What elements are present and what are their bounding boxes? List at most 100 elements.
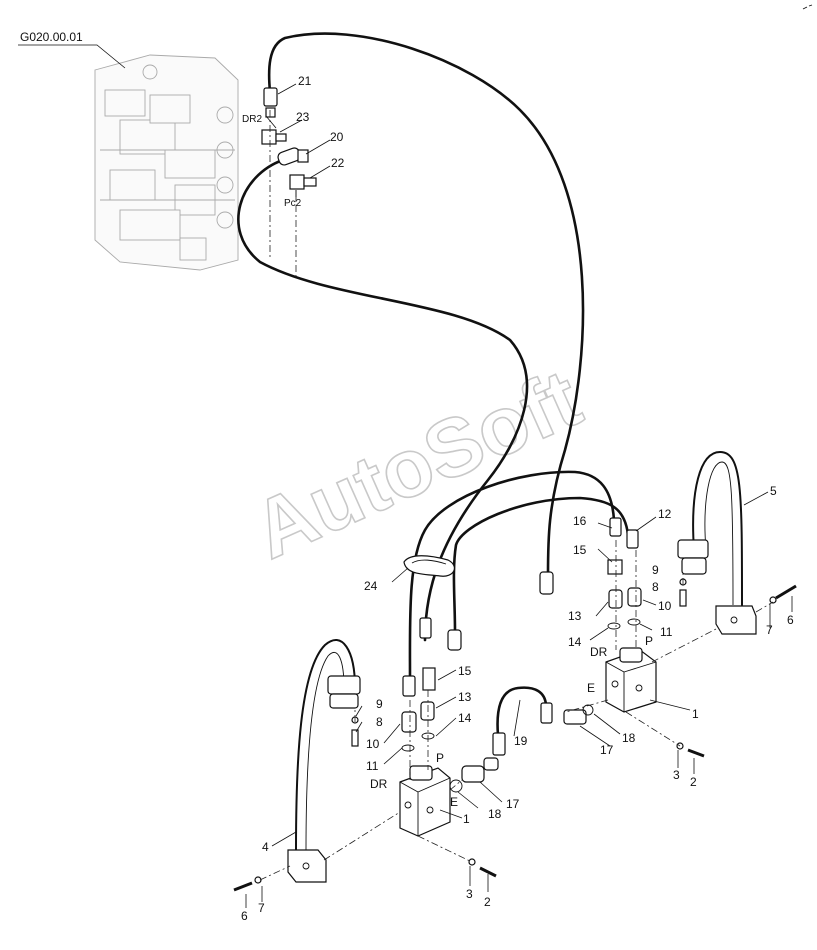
callout-18-right: 18 [622, 731, 636, 745]
watermark: AutoSoft [240, 353, 593, 577]
callout-3-left: 3 [466, 887, 473, 901]
hoses [237, 32, 630, 737]
fitting-10 [627, 587, 642, 607]
oring-18-right [582, 704, 594, 716]
callout-11-left: 11 [366, 759, 379, 773]
callout-22: 22 [331, 156, 345, 170]
callout-20: 20 [330, 130, 344, 144]
callout-8-left: 8 [376, 715, 383, 729]
fitting-19-end [540, 702, 553, 724]
hose-upper-b [408, 470, 616, 680]
center-lines [259, 110, 774, 881]
callout-19: 19 [514, 734, 528, 748]
fitting-left-b [419, 617, 432, 639]
fitting-21 [263, 87, 278, 107]
port-labels: DR2 Pc2 DR P E DR P E [242, 114, 653, 809]
tee-15 [607, 559, 623, 575]
fitting-10-left [401, 711, 417, 733]
fitting-13 [608, 589, 623, 609]
callout-9-right: 9 [652, 563, 659, 577]
callout-18-left: 18 [488, 807, 502, 821]
tee-22 [289, 174, 305, 190]
callout-7-left: 7 [258, 901, 265, 915]
hose-upper-a [452, 496, 630, 634]
callout-2-right: 2 [690, 775, 697, 789]
port-dr-right: DR [590, 645, 608, 659]
port-dr2: DR2 [242, 114, 262, 125]
callout-14-right: 14 [568, 635, 582, 649]
port-p-right: P [645, 634, 653, 648]
callout-17-right: 17 [600, 743, 614, 757]
fitting-17-left [461, 765, 485, 783]
tee-22-arm [303, 177, 317, 187]
callout-8-right: 8 [652, 580, 659, 594]
bolt-8-left [351, 729, 359, 747]
callout-numbers: 21 23 20 22 5 16 12 15 9 8 10 13 11 14 7… [241, 74, 794, 923]
fitting-21-nut [265, 107, 276, 118]
callout-1-right: 1 [692, 707, 699, 721]
oring-18-left [449, 779, 463, 793]
oring-14 [607, 622, 621, 630]
fitting-20-nut [297, 149, 309, 163]
washer-7 [769, 596, 777, 604]
callout-21: 21 [298, 74, 312, 88]
flange-4 [327, 675, 361, 695]
hose-19 [496, 686, 548, 737]
control-valve-ghost [94, 54, 239, 271]
tee-23-arm [275, 133, 287, 142]
port-e-right: E [587, 681, 595, 695]
callout-9-left: 9 [376, 697, 383, 711]
port-e-left: E [450, 795, 458, 809]
reference-label: G020.00.01 [20, 30, 83, 44]
left-valve-assembly [233, 617, 506, 892]
fitting-left-c [447, 629, 462, 651]
fitting-12 [626, 529, 639, 549]
callout-13-left: 13 [458, 690, 472, 704]
seal-24 [403, 555, 456, 577]
callout-7-right: 7 [766, 623, 773, 637]
callout-13-right: 13 [568, 609, 582, 623]
callout-14-left: 14 [458, 711, 472, 725]
callout-17-left: 17 [506, 797, 520, 811]
callout-23: 23 [296, 110, 310, 124]
hose-drain-right [267, 32, 585, 577]
fittings-top [261, 87, 317, 190]
oring-11 [627, 618, 641, 626]
fitting-13-left [420, 701, 435, 721]
callout-4: 4 [262, 840, 269, 854]
pipe-4-block [287, 849, 327, 883]
callout-11-right: 11 [660, 625, 673, 639]
port-dr-left: DR [370, 777, 388, 791]
callout-24: 24 [364, 579, 378, 593]
callout-5-right: 5 [770, 484, 777, 498]
flange-5 [677, 539, 709, 559]
callout-12: 12 [658, 507, 672, 521]
fitting-right-drain [539, 571, 554, 595]
callout-6-right: 6 [787, 613, 794, 627]
tee-15-left [422, 667, 436, 691]
callout-6-left: 6 [241, 909, 248, 923]
corner-mark [802, 4, 813, 10]
right-valve-assembly [539, 451, 797, 758]
port-p-left: P [436, 751, 444, 765]
callout-3-right: 3 [673, 768, 680, 782]
pipe-5-block [715, 605, 757, 635]
hose-pilot-left [237, 158, 529, 642]
fitting-left-a [402, 675, 416, 697]
reference-leader [18, 44, 126, 69]
leader-lines [245, 83, 793, 908]
callout-15-right: 15 [573, 543, 587, 557]
bolt-8 [679, 589, 687, 607]
valve-block-1-left [399, 767, 451, 837]
callout-10-right: 10 [658, 599, 672, 613]
callout-2-left: 2 [484, 895, 491, 909]
callout-10-left: 10 [366, 737, 380, 751]
fitting-16 [609, 517, 622, 537]
callout-16: 16 [573, 514, 587, 528]
fitting-17-right [563, 709, 587, 725]
callout-15-left: 15 [458, 664, 472, 678]
fitting-19-left [492, 732, 506, 756]
port-pc2: Pc2 [284, 198, 302, 209]
